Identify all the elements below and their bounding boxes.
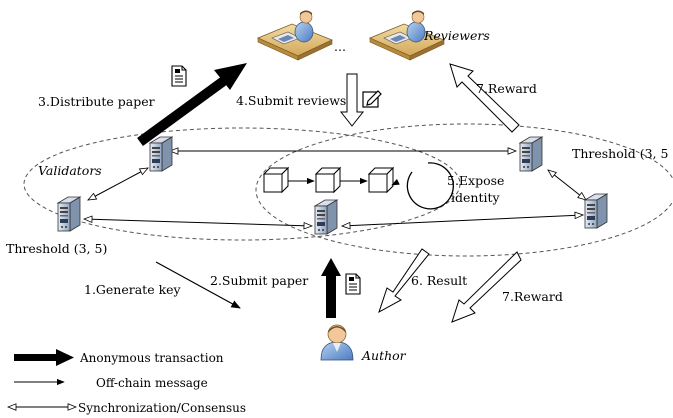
legend-thick-arrow (14, 354, 58, 361)
step7-top-label: 7.Reward (476, 81, 537, 96)
validator-server-icon (149, 136, 173, 172)
sync-arrow-left (88, 168, 148, 200)
threshold-right-label: Threshold (3, 5 (572, 146, 669, 161)
sync-arrow-bottom-left (84, 219, 312, 226)
reviewer-desk-icon (257, 10, 333, 61)
validator-server-icon (519, 136, 543, 172)
reward-author-arrow (451, 251, 522, 323)
step7-bottom-label: 7.Reward (502, 289, 563, 304)
step1-label: 1.Generate key (84, 282, 181, 297)
sync-arrow-bottom-right (342, 215, 583, 226)
legend-thick-arrowhead (56, 349, 74, 366)
legend-label-sync: Synchronization/Consensus (78, 401, 247, 415)
generate-key-arrow (155, 261, 241, 309)
submit-paper-arrowhead (321, 258, 341, 276)
step5-label-line1: 5.Expose (447, 173, 505, 188)
threshold-left-label: Threshold (3, 5) (6, 241, 108, 256)
step2-label: 2.Submit paper (210, 273, 309, 288)
submit-paper-arrow (326, 274, 336, 318)
distribute-paper-arrowhead (214, 63, 247, 90)
legend-label-anonymous: Anonymous transaction (80, 351, 224, 365)
validator-server-icon (57, 196, 81, 232)
legend (8, 349, 76, 407)
legend-label-offchain: Off-chain message (96, 376, 208, 390)
block-icon (368, 167, 394, 193)
expose-identity-arrow (391, 178, 400, 186)
result-arrow (378, 248, 430, 314)
author-label: Author (362, 348, 406, 363)
threshold-group-ellipse (255, 123, 673, 257)
validator-server-icon (584, 193, 608, 229)
validators-label: Validators (38, 163, 102, 178)
document-icon (171, 65, 187, 87)
step3-label: 3.Distribute paper (38, 94, 155, 109)
sync-arrow-right (548, 170, 586, 200)
reward-reviewers-arrow (449, 63, 520, 133)
submit-reviews-arrow (339, 73, 365, 127)
expose-identity-cycle (406, 162, 454, 210)
author-person-icon (320, 324, 354, 361)
validator-server-icon (314, 199, 338, 235)
reviewers-label: Reviewers (424, 28, 490, 43)
distribute-paper-arrow (137, 75, 228, 147)
step6-label: 6. Result (411, 273, 468, 288)
block-icon (315, 167, 341, 193)
step5-label-line2: identity (451, 190, 500, 205)
validator-group-ellipse (23, 127, 461, 241)
edit-icon (362, 90, 382, 108)
document-icon (345, 273, 361, 295)
step4-label: 4.Submit reviews (236, 93, 347, 108)
block-icon (263, 167, 289, 193)
reviewers-ellipsis: ... (334, 39, 346, 54)
